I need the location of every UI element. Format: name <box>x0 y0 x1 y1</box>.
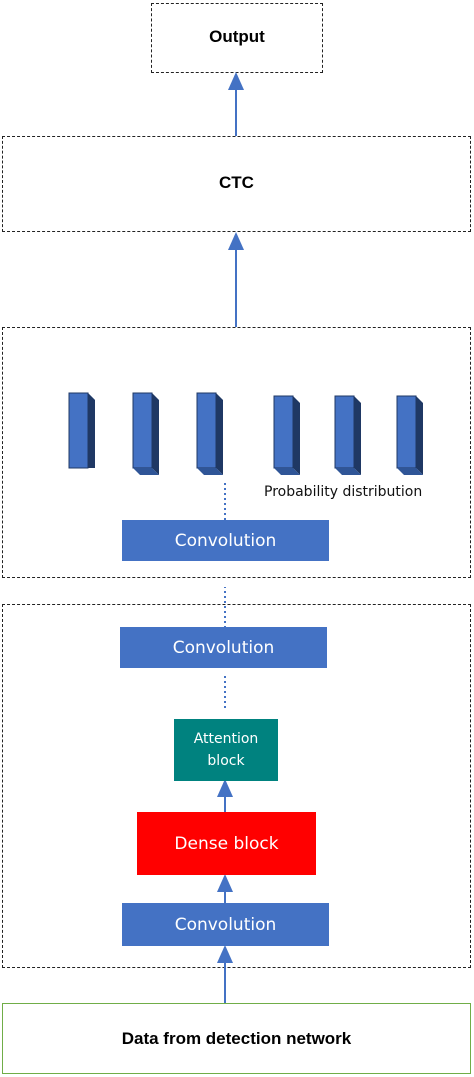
attention-block-label-line1: Attention <box>193 731 259 747</box>
ctc-label: CTC <box>219 173 254 192</box>
input-data-box: Data from detection network <box>2 1003 471 1074</box>
probability-bar-5 <box>334 395 361 475</box>
probability-bar-3 <box>196 392 223 475</box>
attention-block: Attention block <box>174 719 278 781</box>
probability-bar-2 <box>132 392 159 475</box>
convolution-block-middle: Convolution <box>120 627 327 668</box>
output-label: Output <box>209 27 265 46</box>
ctc-box <box>2 136 471 232</box>
probability-section <box>2 327 471 578</box>
convolution-block-bottom: Convolution <box>122 903 329 946</box>
probability-bar-1 <box>68 392 95 469</box>
attention-block-label-line2: block <box>207 753 245 769</box>
probability-distribution-label: Probability distribution <box>264 484 423 500</box>
probability-bar-6 <box>396 395 423 475</box>
convolution-block-top: Convolution <box>122 520 329 561</box>
probability-bar-4 <box>273 395 300 475</box>
feature-extraction-section <box>2 604 471 968</box>
dense-block: Dense block <box>137 812 316 875</box>
